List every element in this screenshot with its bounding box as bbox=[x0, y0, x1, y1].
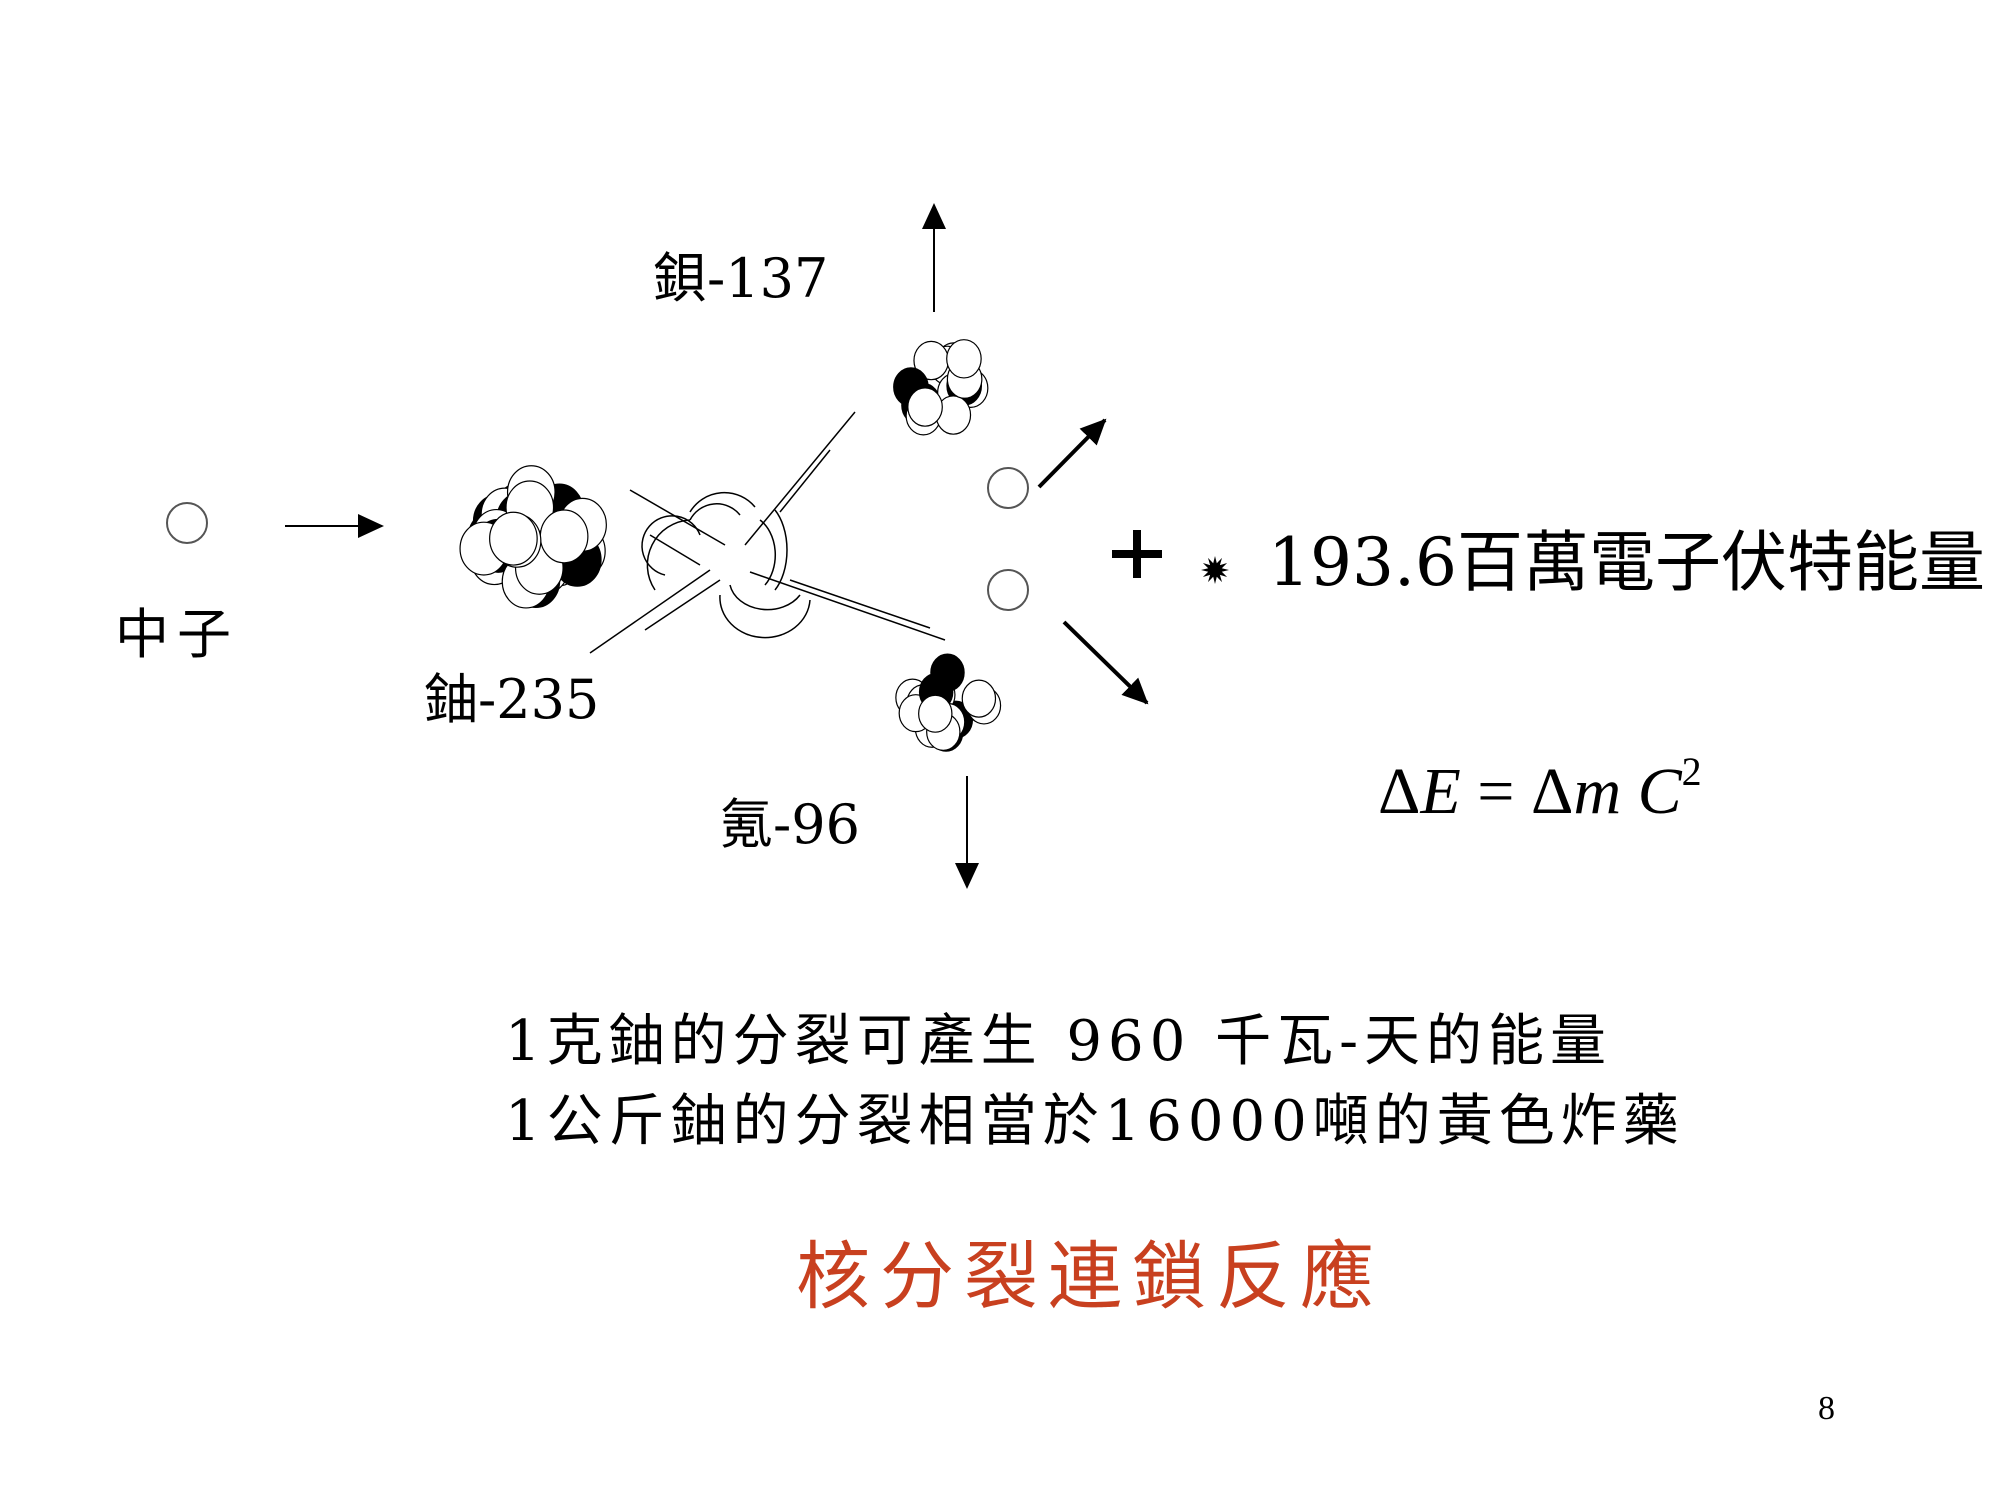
body-line-1: 1克鈾的分裂可產生 960 千瓦-天的能量 bbox=[505, 1009, 1613, 1074]
slide-title: 核分裂連鎖反應 bbox=[796, 1234, 1384, 1320]
krypton-nucleus bbox=[895, 653, 1002, 752]
neutron-label: 中子 bbox=[115, 603, 239, 666]
formula-exponent: 2 bbox=[1681, 749, 1702, 794]
delta: Δ bbox=[1378, 755, 1421, 828]
proton-ball bbox=[489, 511, 538, 566]
formula-e: E bbox=[1420, 755, 1461, 828]
proton-ball bbox=[918, 694, 953, 733]
proton-ball bbox=[961, 679, 997, 718]
krypton-label: 氪-96 bbox=[719, 793, 860, 856]
emitted-neutron-1 bbox=[987, 467, 1029, 509]
emitted-neutron-2 bbox=[987, 569, 1029, 611]
mass-energy-formula: ΔE = Δm C2 bbox=[1378, 752, 1702, 825]
formula-c: C bbox=[1637, 755, 1682, 828]
equals: = bbox=[1460, 755, 1532, 828]
proton-ball bbox=[907, 387, 943, 427]
proton-ball bbox=[539, 509, 589, 564]
incoming-neutron bbox=[166, 502, 208, 544]
energy-text: 193.6百萬電子伏特能量 bbox=[1268, 524, 1985, 601]
explosion-burst bbox=[589, 411, 946, 654]
uranium-label: 鈾-235 bbox=[424, 668, 600, 731]
formula-m: m bbox=[1573, 755, 1622, 828]
body-line-2: 1公斤鈾的分裂相當於16000噸的黃色炸藥 bbox=[505, 1089, 1685, 1154]
uranium-nucleus bbox=[459, 465, 607, 609]
proton-ball bbox=[946, 339, 982, 379]
energy-star-icon bbox=[1201, 556, 1229, 584]
plus-icon bbox=[1112, 530, 1162, 578]
neutron-arrow-1 bbox=[1037, 418, 1107, 489]
barium-label: 鋇-137 bbox=[653, 247, 829, 310]
page-number: 8 bbox=[1818, 1390, 1835, 1427]
delta: Δ bbox=[1531, 755, 1574, 828]
neutron-arrow-2 bbox=[1062, 620, 1149, 705]
barium-nucleus bbox=[893, 339, 989, 436]
